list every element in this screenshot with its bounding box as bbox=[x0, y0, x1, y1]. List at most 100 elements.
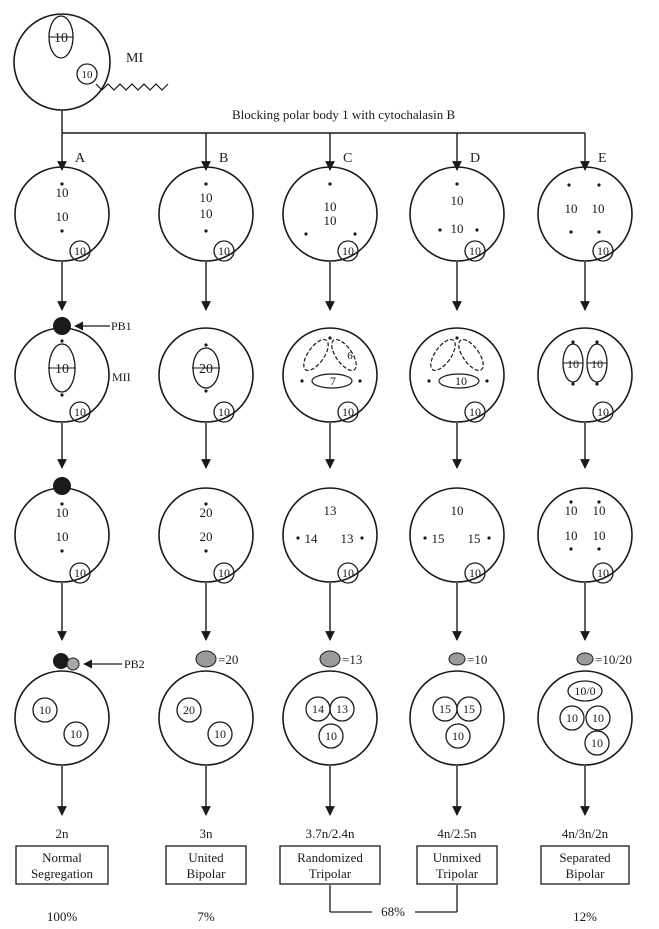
label: 10 bbox=[565, 528, 578, 543]
pb2-value-e: =10/20 bbox=[595, 652, 632, 667]
zygote-nucleus-count: 10 bbox=[452, 729, 464, 743]
mi-oocyte: 10 10 MI bbox=[13, 13, 169, 111]
oocyte-cell bbox=[537, 327, 633, 423]
outcome-line1-e: Separated bbox=[559, 850, 611, 865]
row2-pb-c-count: 10 bbox=[342, 405, 354, 419]
centrosome-dot bbox=[595, 382, 599, 386]
centrosome-dot bbox=[569, 230, 573, 234]
zygote-nucleus bbox=[585, 705, 611, 731]
zygote-nucleus-count: 14 bbox=[312, 702, 324, 716]
zygote-nucleus-count: 10 bbox=[591, 736, 603, 750]
tripolar-spindle bbox=[300, 336, 362, 389]
centrosome-dot bbox=[204, 182, 208, 186]
label: 10 bbox=[451, 503, 464, 518]
outcome-line1-d: Unmixed bbox=[433, 850, 482, 865]
centrosome-dot bbox=[569, 500, 573, 504]
pb2-label: PB2 bbox=[124, 657, 145, 671]
mi-chrom-count: 10 bbox=[54, 31, 68, 46]
row3-pb-b-count: 10 bbox=[218, 566, 230, 580]
tripolar-percent: 68% bbox=[381, 904, 405, 919]
centrosome-dot bbox=[455, 182, 459, 186]
centrosome-dot bbox=[60, 502, 64, 506]
label: 15 bbox=[468, 531, 481, 546]
pb2-value-c: =13 bbox=[342, 652, 362, 667]
centrosome-dot bbox=[60, 339, 64, 343]
oocyte-cell bbox=[14, 670, 110, 766]
spindle-count: 10 bbox=[591, 357, 603, 371]
pb2-body-c bbox=[319, 650, 341, 668]
centrosome-dot bbox=[328, 336, 332, 340]
spindle-count: 10 bbox=[55, 362, 69, 377]
zygote-nucleus-count: 10 bbox=[214, 727, 226, 741]
percent-a: 100% bbox=[47, 909, 78, 924]
centrosome-dot bbox=[60, 229, 64, 233]
centrosome-dot bbox=[597, 547, 601, 551]
label: 10 bbox=[56, 505, 69, 520]
pb1-label: PB1 bbox=[111, 319, 132, 333]
centrosome-dot bbox=[204, 389, 208, 393]
outcome-box-e bbox=[540, 845, 630, 885]
row3-cell-d: 10 15 15 10 bbox=[409, 487, 505, 584]
centrosome-dot bbox=[438, 228, 442, 232]
label: 15 bbox=[432, 531, 445, 546]
oocyte-cell bbox=[282, 327, 378, 423]
zygote-nucleus bbox=[207, 721, 233, 747]
centrosome-dot bbox=[597, 500, 601, 504]
row2-pb-d-count: 10 bbox=[469, 405, 481, 419]
row1-pb-d bbox=[464, 240, 486, 262]
label: 10 bbox=[324, 199, 337, 214]
row3-pb-a bbox=[69, 562, 91, 584]
centrosome-dot bbox=[597, 183, 601, 187]
row2-pb-a-count: 10 bbox=[74, 405, 86, 419]
centrosome-dot bbox=[485, 379, 489, 383]
row2-pb-c bbox=[337, 401, 359, 423]
row3-pb-e bbox=[592, 562, 614, 584]
pathway-label-d: D bbox=[470, 151, 480, 166]
spindle-wave bbox=[95, 83, 169, 91]
row1-pb-a-count: 10 bbox=[74, 244, 86, 258]
row2-pb-e bbox=[592, 401, 614, 423]
zygote-nucleus-count: 13 bbox=[336, 702, 348, 716]
oocyte-cell bbox=[282, 166, 378, 262]
row1-pb-b-count: 10 bbox=[218, 244, 230, 258]
label: 10 bbox=[56, 209, 69, 224]
outcome-line1-a: Normal bbox=[42, 850, 82, 865]
row3-pb-d bbox=[464, 562, 486, 584]
label: 10 bbox=[593, 503, 606, 518]
centrosome-dot bbox=[300, 379, 304, 383]
pathway-label-a: A bbox=[75, 151, 86, 166]
label: 20 bbox=[200, 529, 213, 544]
label: 13 bbox=[341, 531, 354, 546]
tripolar-bracket: 68% bbox=[329, 885, 458, 919]
centrosome-dot bbox=[423, 536, 427, 540]
tripolar-count: 6 bbox=[347, 350, 353, 362]
mi-pb-count: 10 bbox=[82, 69, 94, 81]
centrosome-dot bbox=[60, 549, 64, 553]
centrosome-dot bbox=[569, 547, 573, 551]
centrosome-dot bbox=[204, 549, 208, 553]
centrosome-dot bbox=[571, 340, 575, 344]
zygote-nucleus-count: 10 bbox=[566, 711, 578, 725]
row1-pb-b bbox=[213, 240, 235, 262]
oocyte-cell bbox=[409, 327, 505, 423]
row3-pb-d-count: 10 bbox=[469, 566, 481, 580]
label: 10 bbox=[56, 529, 69, 544]
pb2-body-d bbox=[448, 652, 466, 666]
centrosome-dot bbox=[487, 536, 491, 540]
oocyte-cell bbox=[409, 166, 505, 262]
centrosome-dot bbox=[597, 230, 601, 234]
pathway-label-e: E bbox=[598, 151, 607, 166]
mii-label: MII bbox=[112, 370, 131, 384]
centrosome-dot bbox=[204, 502, 208, 506]
